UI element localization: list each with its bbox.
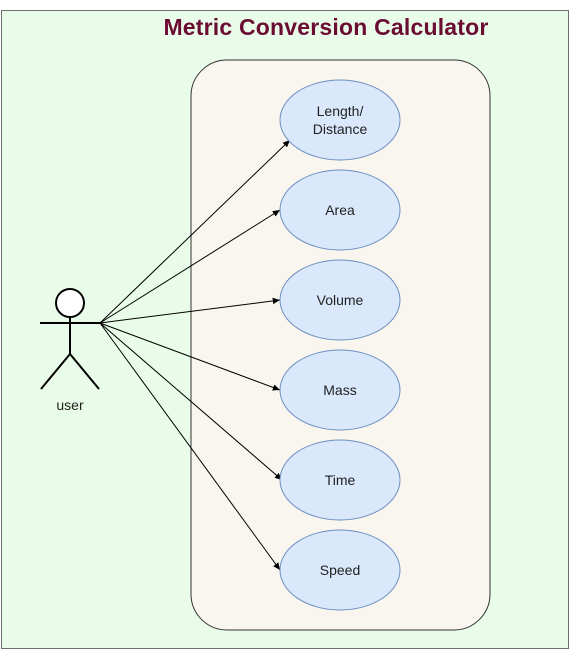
use-case-label-speed: Speed: [319, 562, 361, 578]
association-mass: [99, 322, 281, 391]
actor-label: user: [56, 397, 84, 413]
use-case-label-time: Time: [324, 472, 356, 488]
association-time: [99, 322, 283, 481]
association-volume: [99, 297, 281, 324]
use-case-time[interactable]: [279, 439, 401, 521]
use-case-mass[interactable]: [279, 349, 401, 431]
use-cases: [279, 79, 401, 611]
actor-head: [55, 288, 85, 318]
use-case-label-volume: Volume: [316, 292, 364, 308]
association-area: [99, 209, 281, 324]
use-case-label-length: Length/ Distance: [312, 103, 368, 137]
diagram-title: Metric Conversion Calculator: [163, 14, 489, 40]
use-case-speed[interactable]: [279, 529, 401, 611]
system-boundary: [190, 59, 491, 631]
association-speed: [99, 322, 281, 571]
actor-left-leg: [40, 353, 71, 390]
association-length: [99, 139, 291, 324]
use-case-label-area: Area: [325, 202, 355, 218]
use-case-label-mass: Mass: [323, 382, 357, 398]
use-case-volume[interactable]: [279, 259, 401, 341]
user-actor[interactable]: [40, 288, 100, 390]
use-case-area[interactable]: [279, 169, 401, 251]
use-case-length[interactable]: [279, 79, 401, 161]
actor-right-leg: [69, 353, 100, 390]
associations: [99, 139, 291, 571]
